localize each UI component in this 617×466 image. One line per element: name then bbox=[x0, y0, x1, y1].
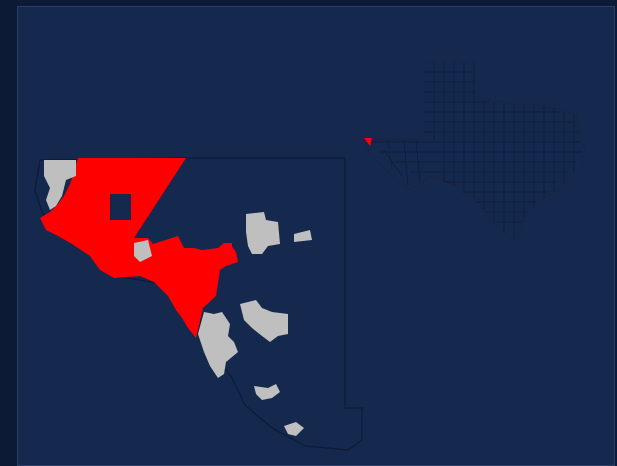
highlighted-city-parcel[interactable] bbox=[224, 243, 232, 253]
other-city-southeast[interactable] bbox=[254, 384, 280, 400]
other-city-socorro[interactable] bbox=[198, 312, 238, 378]
other-city-central[interactable] bbox=[134, 240, 152, 262]
other-city-north-east[interactable] bbox=[246, 212, 280, 254]
other-city-horizon[interactable] bbox=[240, 300, 288, 342]
inset-el-paso-highlight[interactable] bbox=[364, 138, 372, 146]
other-city-small-parcel[interactable] bbox=[294, 230, 312, 242]
texas-inset-map bbox=[363, 61, 586, 243]
other-cities-layer bbox=[44, 160, 312, 436]
other-city-northwest[interactable] bbox=[44, 160, 76, 210]
other-city-far-south[interactable] bbox=[284, 422, 304, 436]
county-grid bbox=[372, 62, 582, 240]
